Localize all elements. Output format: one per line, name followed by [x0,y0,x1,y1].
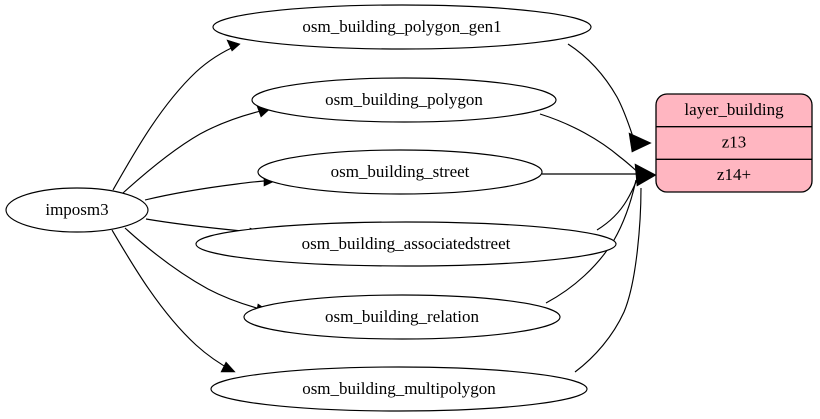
arrowhead-z14 [634,163,657,187]
node-ellipse-osm-building-polygon[interactable] [251,77,557,123]
node-osm-building-polygon-gen1[interactable]: osm_building_polygon_gen1 [212,4,592,50]
node-ellipse-imposm3[interactable] [5,187,149,233]
edge-relation-to-z14 [545,179,637,304]
node-ellipse-osm-building-associatedstreet[interactable] [195,221,617,267]
node-ellipse-osm-building-street[interactable] [257,149,543,195]
arrowhead-multipolygon [220,361,236,373]
arrowhead-polygon-gen1 [226,39,241,52]
record-label-z14-plus: z14+ [717,165,751,184]
node-osm-building-street[interactable]: osm_building_street [257,149,543,195]
node-ellipse-osm-building-multipolygon[interactable] [210,366,588,412]
node-label-osm-building-polygon-gen1: osm_building_polygon_gen1 [302,17,501,36]
node-osm-building-associatedstreet[interactable]: osm_building_associatedstreet [195,221,617,267]
node-ellipse-osm-building-polygon-gen1[interactable] [212,4,592,50]
node-label-osm-building-relation: osm_building_relation [325,307,479,326]
node-label-osm-building-polygon: osm_building_polygon [325,90,483,109]
edge-associatedstreet-to-z14 [596,176,639,231]
node-label-osm-building-multipolygon: osm_building_multipolygon [302,379,496,398]
node-osm-building-polygon[interactable]: osm_building_polygon [251,77,557,123]
edge-polygon-to-z14 [539,113,640,174]
arrowhead-z13 [628,132,652,153]
edge-group-tables-to-layer [539,43,657,373]
edge-imposm3-to-polygon-gen1 [112,44,239,191]
node-layer-building-record[interactable]: layer_building z13 z14+ [655,93,813,193]
edge-imposm3-to-polygon [122,108,270,194]
node-osm-building-multipolygon[interactable]: osm_building_multipolygon [210,366,588,412]
node-label-imposm3: imposm3 [45,200,108,219]
record-label-z13: z13 [722,132,747,151]
record-label-layer-building: layer_building [684,100,784,119]
edge-multipolygon-to-z14 [574,187,642,373]
edge-polygon-gen1-to-z13 [567,43,635,141]
node-label-osm-building-associatedstreet: osm_building_associatedstreet [302,234,511,253]
node-imposm3[interactable]: imposm3 [5,187,149,233]
edge-imposm3-to-relation [124,227,269,312]
node-osm-building-relation[interactable]: osm_building_relation [243,294,561,340]
edge-imposm3-to-multipolygon [111,229,234,372]
record-box-layer-building[interactable] [655,93,813,193]
node-ellipse-osm-building-relation[interactable] [243,294,561,340]
edge-imposm3-to-street [144,179,276,201]
node-label-osm-building-street: osm_building_street [331,162,470,181]
